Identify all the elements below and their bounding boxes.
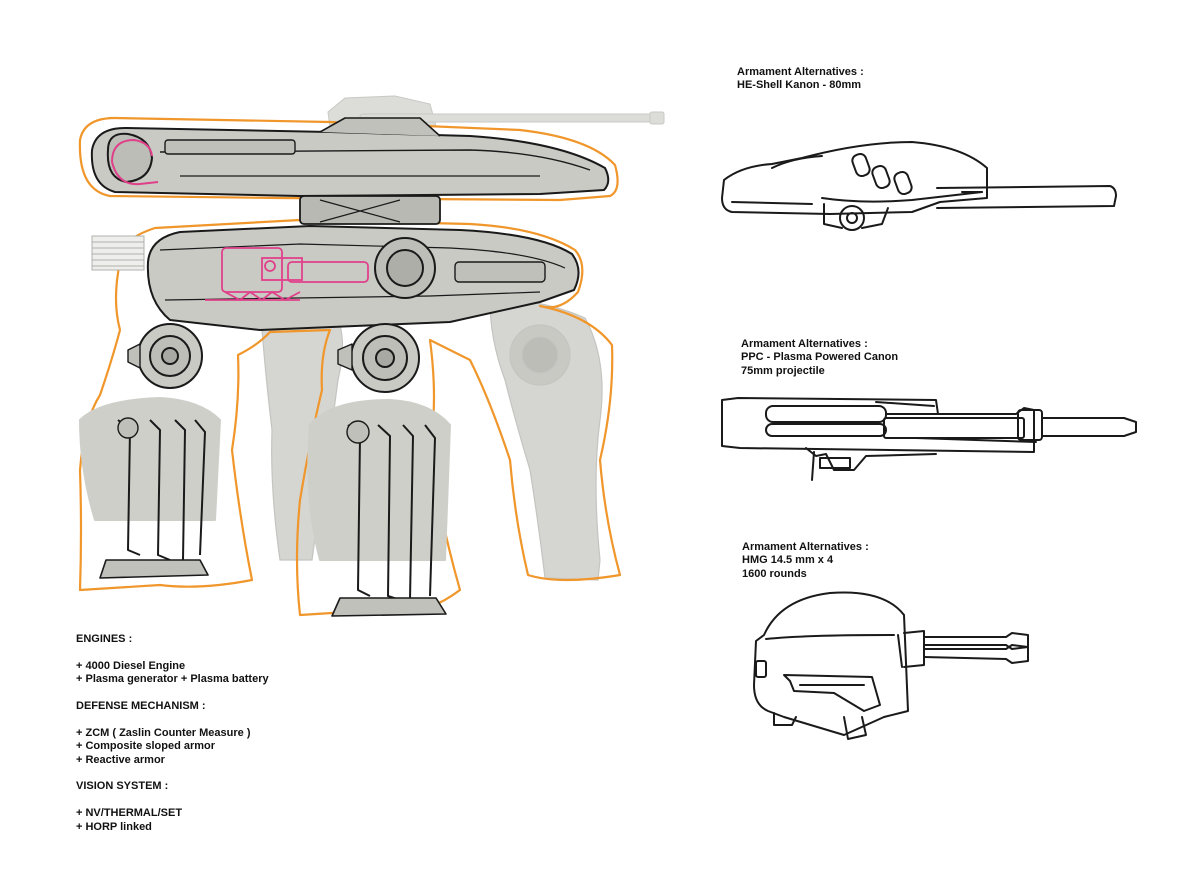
defense-item: + ZCM ( Zaslin Counter Measure ) bbox=[76, 726, 251, 739]
front-left-leg bbox=[79, 323, 221, 579]
armament-caption-ppc: Armament Alternatives : PPC - Plasma Pow… bbox=[741, 338, 898, 378]
internal-detail-upper bbox=[111, 138, 159, 186]
armament-caption-hmg: Armament Alternatives : HMG 14.5 mm x 4 … bbox=[742, 541, 869, 581]
armament-line: HMG 14.5 mm x 4 bbox=[742, 554, 834, 567]
engines-item: + 4000 Diesel Engine bbox=[76, 659, 186, 672]
main-body bbox=[146, 225, 580, 331]
armament-title: Armament Alternatives : bbox=[742, 541, 869, 553]
hull-connector bbox=[299, 195, 441, 225]
armament-line: HE-Shell Kanon - 80mm bbox=[737, 79, 862, 92]
armament-line: 1600 rounds bbox=[742, 567, 807, 580]
engines-section: ENGINES : + 4000 Diesel Engine + Plasma … bbox=[76, 633, 436, 687]
hmg-sketch bbox=[753, 591, 1029, 740]
vision-item: + NV/THERMAL/SET bbox=[76, 807, 183, 820]
armament-title: Armament Alternatives : bbox=[737, 66, 864, 78]
defense-item: + Reactive armor bbox=[76, 753, 165, 766]
internal-detail-body bbox=[205, 247, 369, 302]
engines-item: + Plasma generator + Plasma battery bbox=[76, 673, 269, 686]
vision-item: + HORP linked bbox=[76, 820, 152, 833]
vision-heading: VISION SYSTEM : bbox=[76, 780, 169, 793]
front-right-leg bbox=[307, 323, 451, 617]
armament-line: 75mm projectile bbox=[741, 364, 825, 377]
back-legs bbox=[260, 299, 603, 581]
armament-line: PPC - Plasma Powered Canon bbox=[741, 351, 899, 364]
defense-section: DEFENSE MECHANISM : + ZCM ( Zaslin Count… bbox=[76, 700, 436, 767]
upper-hull bbox=[90, 117, 610, 197]
specifications: ENGINES : + 4000 Diesel Engine + Plasma … bbox=[76, 633, 436, 847]
defense-heading: DEFENSE MECHANISM : bbox=[76, 700, 206, 712]
engines-heading: ENGINES : bbox=[76, 633, 133, 645]
vision-section: VISION SYSTEM : + NV/THERMAL/SET + HORP … bbox=[76, 780, 436, 834]
defense-item: + Composite sloped armor bbox=[76, 740, 216, 753]
vent-grille bbox=[91, 235, 145, 271]
silhouette-highlight bbox=[78, 116, 622, 617]
ppc-sketch bbox=[721, 397, 1137, 481]
kanon-sketch bbox=[721, 141, 1117, 231]
mech-walker-illustration bbox=[78, 95, 665, 617]
armament-caption-kanon: Armament Alternatives : HE-Shell Kanon -… bbox=[737, 66, 864, 93]
armament-title: Armament Alternatives : bbox=[741, 338, 868, 350]
